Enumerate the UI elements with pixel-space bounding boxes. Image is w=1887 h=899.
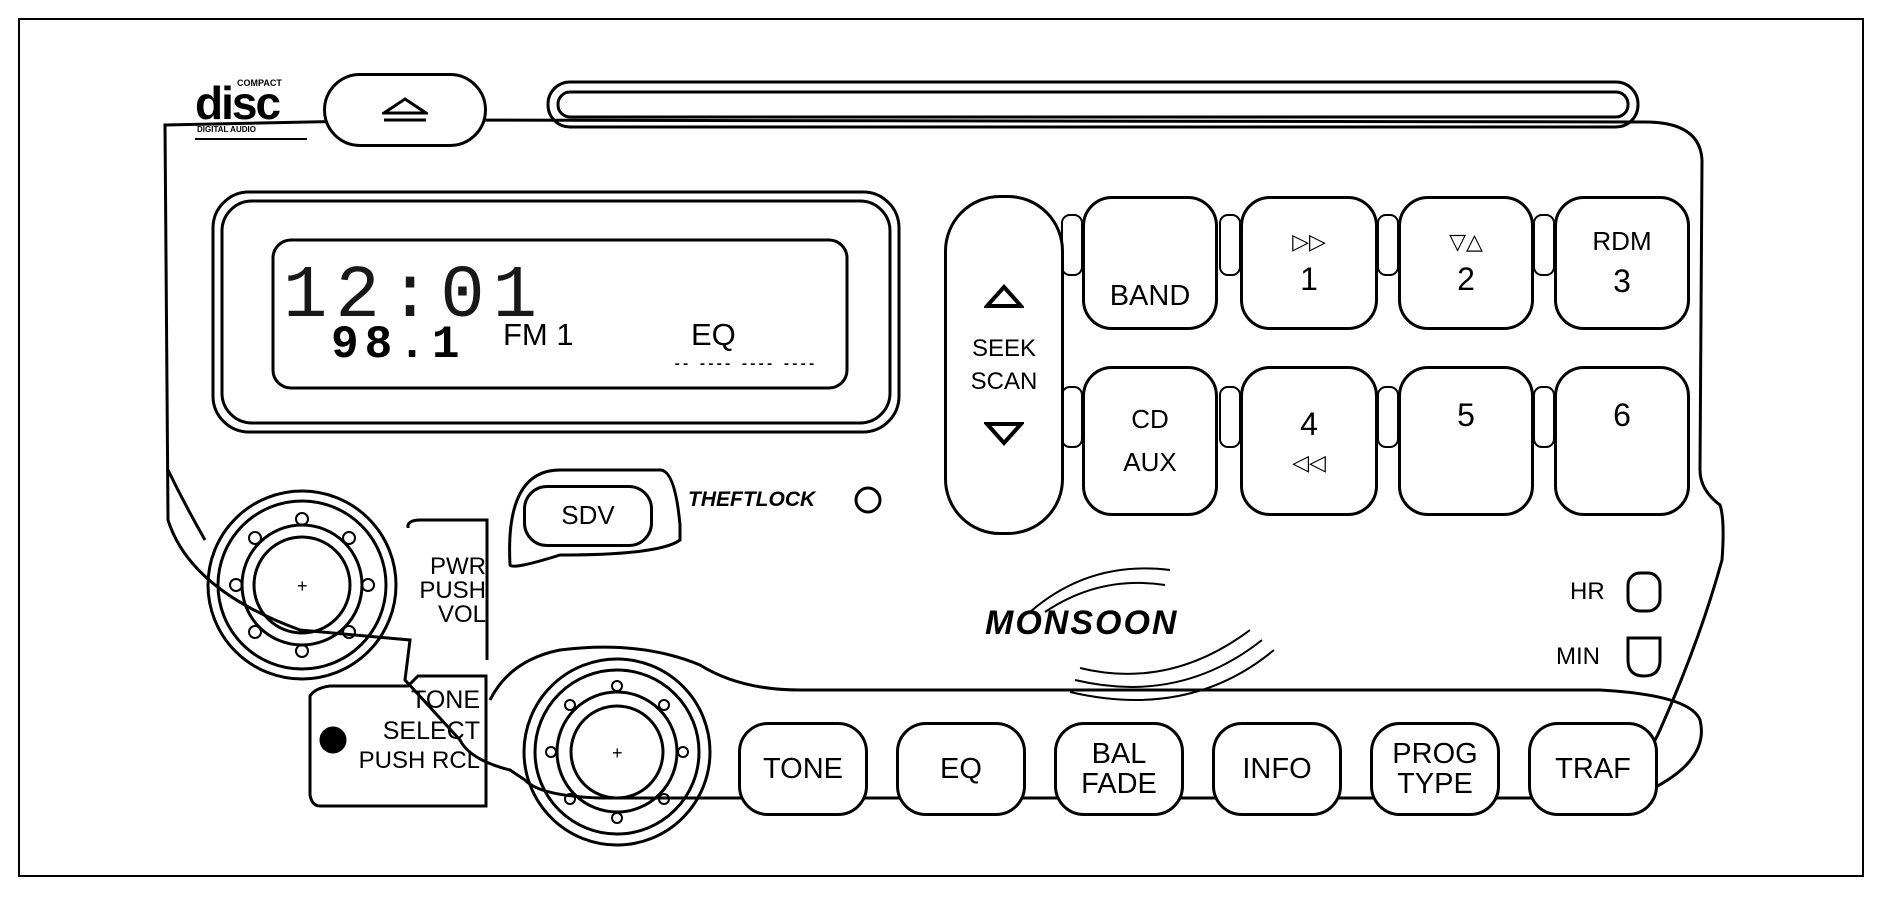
compact-disc-logo: COMPACT disc DIGITAL AUDIO (195, 77, 307, 140)
lcd-band-indicator: FM 1 (503, 317, 574, 352)
band-label: BAND (1109, 279, 1191, 312)
svg-text:+: + (297, 576, 308, 596)
eject-icon (382, 97, 428, 122)
traf-button[interactable]: TRAF (1528, 722, 1658, 816)
preset-3-button[interactable]: RDM 3 (1554, 196, 1690, 330)
tone-labels: TONE SELECT PUSH RCL (340, 686, 480, 775)
prog-label: PROG (1392, 737, 1478, 770)
eq-button-label: EQ (940, 752, 982, 785)
volume-labels: PWR PUSH VOL (412, 555, 486, 627)
bal-fade-button[interactable]: BAL FADE (1054, 722, 1184, 816)
tone-button-label: TONE (762, 752, 844, 785)
preset-4-button[interactable]: 4 ◁◁ (1240, 366, 1378, 516)
hr-button (1626, 571, 1662, 613)
min-button (1626, 636, 1662, 678)
type-label: TYPE (1397, 768, 1473, 800)
preset-5-button[interactable]: 5 (1398, 366, 1534, 516)
lower-bay-outline (488, 645, 1703, 792)
rdm-label: RDM (1592, 225, 1652, 256)
compact-text: COMPACT (237, 78, 282, 88)
rewind-icon: ◁◁ (1292, 450, 1326, 476)
preset-4-number: 4 (1300, 405, 1318, 442)
preset-1-number: 1 (1300, 260, 1318, 297)
lcd-eq-indicator: EQ (691, 317, 736, 352)
cd-aux-button[interactable]: CD AUX (1082, 366, 1218, 516)
bal-label: BAL (1091, 737, 1147, 770)
lcd-frequency: 98.1 (331, 319, 466, 371)
fade-label: FADE (1081, 768, 1157, 800)
figure-frame (18, 18, 1864, 877)
theftlock-led (854, 486, 882, 514)
preset-2-number: 2 (1457, 260, 1475, 297)
tone-knob: + (522, 657, 712, 847)
tone-select-dot (319, 726, 347, 754)
lcd-display: 12:01 98.1 FM 1 EQ -- ---- ---- ---- (273, 240, 847, 388)
hr-label: HR (1570, 578, 1605, 605)
band-button[interactable]: BAND (1082, 196, 1218, 330)
vol-label: VOL (437, 601, 486, 628)
eject-button[interactable] (323, 73, 487, 147)
tone-knob-label: TONE (411, 686, 480, 714)
sdv-label: SDV (561, 500, 615, 531)
info-button[interactable]: INFO (1212, 722, 1342, 816)
tone-button[interactable]: TONE (738, 722, 868, 816)
min-label: MIN (1556, 643, 1600, 670)
sdv-button[interactable]: SDV (523, 485, 653, 547)
seek-label: SEEK (971, 334, 1037, 362)
lcd-clock-time: 12:01 (283, 255, 546, 339)
preset-6-number: 6 (1613, 397, 1631, 433)
volume-knob: + (206, 489, 398, 681)
select-label: SELECT (382, 716, 480, 745)
traf-button-label: TRAF (1555, 752, 1631, 785)
monsoon-logo-text: MONSOON (985, 604, 1179, 642)
scan-label: SCAN (970, 368, 1038, 395)
monsoon-logo-swoosh (1029, 567, 1275, 701)
fast-forward-icon: ▷▷ (1292, 228, 1326, 254)
sdv-bay (508, 468, 682, 568)
push-label: PUSH (419, 577, 486, 604)
lcd-eq-bars: -- ---- ---- ---- (673, 357, 816, 373)
aux-label: AUX (1123, 447, 1177, 477)
cd-slot (546, 80, 1640, 129)
push-rcl-label: PUSH RCL (358, 747, 480, 775)
disc-logo-text: disc (195, 77, 281, 129)
theftlock-label: THEFTLOCK (688, 488, 816, 511)
preset-1-button[interactable]: ▷▷ 1 (1240, 196, 1378, 330)
pwr-label: PWR (430, 553, 486, 580)
preset-3-number: 3 (1613, 262, 1631, 299)
prog-type-button[interactable]: PROG TYPE (1370, 722, 1500, 816)
preset-2-button[interactable]: ▽△ 2 (1398, 196, 1534, 330)
info-button-label: INFO (1242, 752, 1312, 785)
preset-5-number: 5 (1457, 397, 1475, 433)
cd-label: CD (1131, 403, 1169, 434)
seek-scan-rocker[interactable]: SEEK SCAN (944, 195, 1064, 535)
display-bezel (211, 190, 901, 434)
preset-6-button[interactable]: 6 (1554, 366, 1690, 516)
svg-text:+: + (612, 743, 623, 763)
seek-up-icon[interactable] (984, 283, 1024, 310)
down-up-icon: ▽△ (1449, 228, 1483, 254)
seek-down-icon[interactable] (984, 420, 1024, 447)
eq-button[interactable]: EQ (896, 722, 1026, 816)
digital-audio-text: DIGITAL AUDIO (197, 125, 256, 134)
